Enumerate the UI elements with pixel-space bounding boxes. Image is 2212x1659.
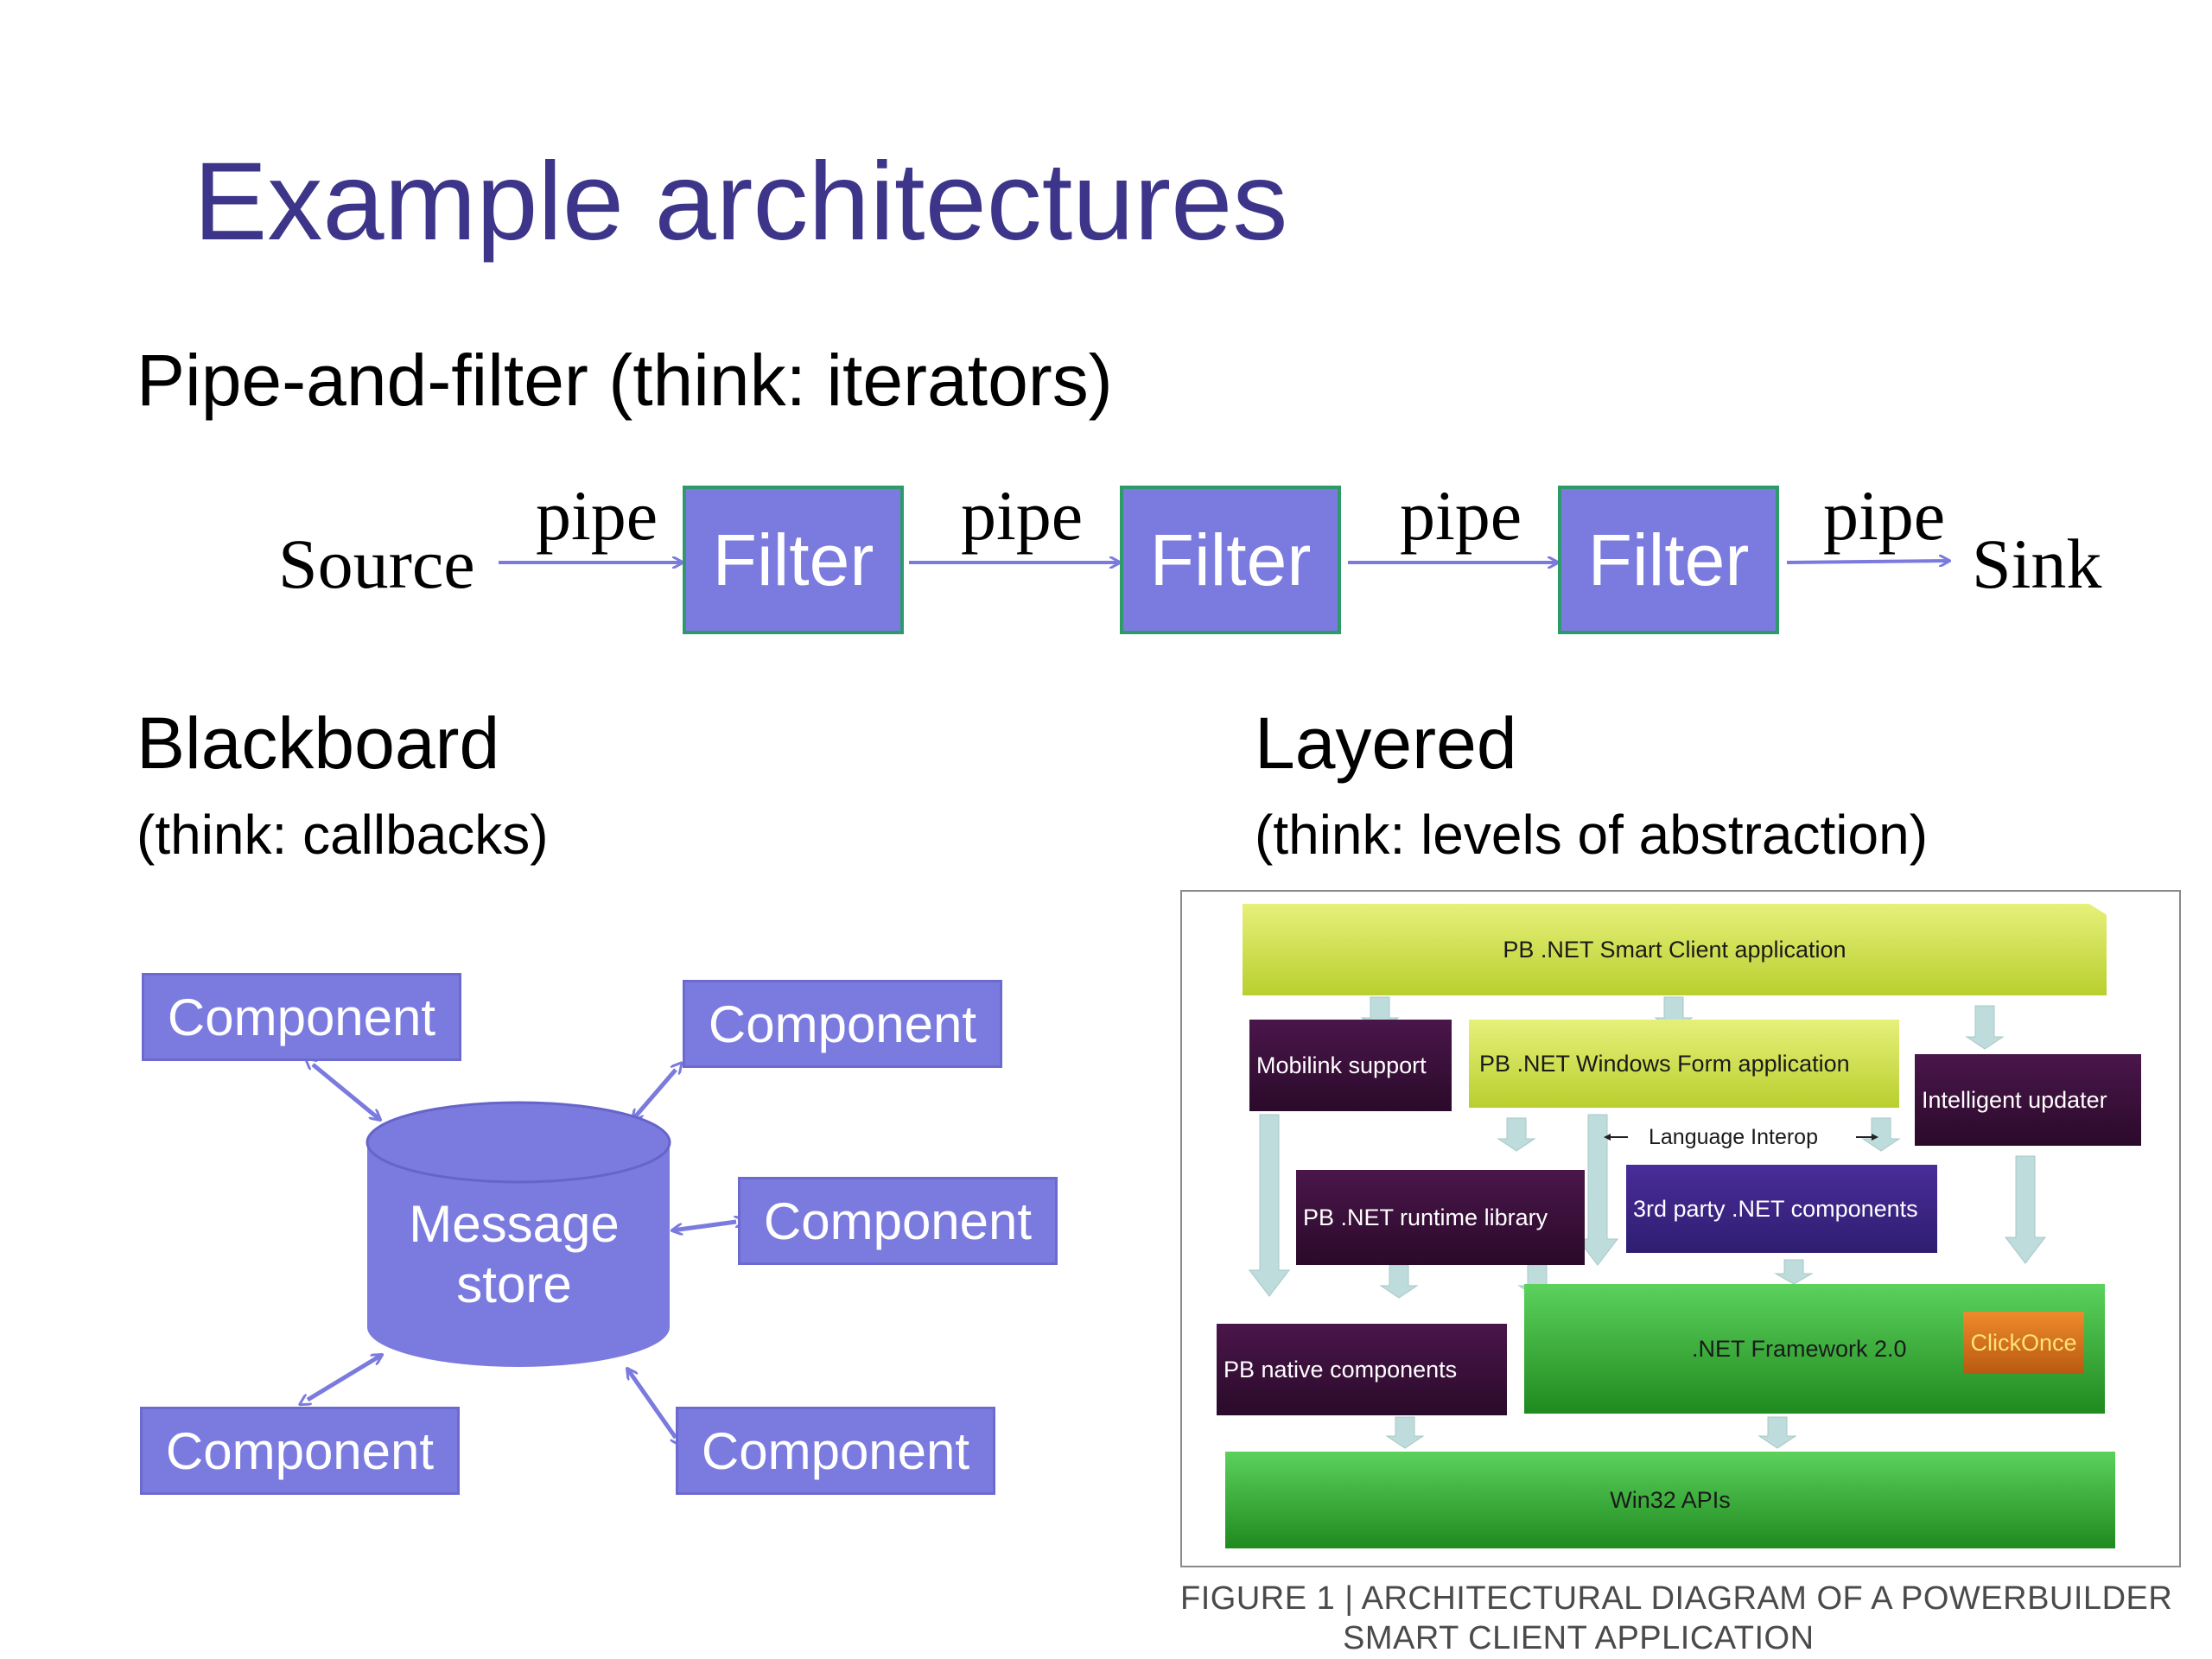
layered-heading: Layered [1255,702,1517,784]
down-arrow [1774,1259,1814,1285]
blackboard-subheading: (think: callbacks) [137,804,549,866]
filter-box-1: Filter [683,486,904,634]
down-arrow [1497,1117,1536,1152]
layer-label: PB .NET Smart Client application [1503,936,1847,963]
component-label: Component [763,1192,1033,1250]
filter-label: Filter [712,518,874,601]
blackboard-heading: Blackboard [137,702,500,784]
component-box-top-right: Component [683,980,1002,1068]
bb-arrow-2 [632,1070,676,1120]
slide-title: Example architectures [194,140,1288,264]
long-down-arrow [2004,1155,2047,1264]
layer-arrows [1248,996,2047,1449]
layer-intelligent-updater: Intelligent updater [1915,1054,2141,1146]
filter-box-3: Filter [1558,486,1779,634]
layer-mobilink: Mobilink support [1249,1020,1452,1111]
layer-smart-client: PB .NET Smart Client application [1243,904,2107,995]
message-store-line1: Message [409,1195,620,1253]
down-arrow [1861,1117,1901,1152]
down-arrow [1379,1264,1419,1299]
layered-subheading: (think: levels of abstraction) [1255,804,1928,866]
component-label: Component [165,1421,435,1480]
filter-label: Filter [1587,518,1750,601]
component-label: Component [701,1421,970,1480]
pipe-filter-heading: Pipe-and-filter (think: iterators) [137,340,1113,421]
bb-arrow-4 [308,1355,382,1400]
figure-caption-line1: FIGURE 1 | ARCHITECTURAL DIAGRAM OF A PO… [1180,1580,2173,1617]
component-label: Component [167,988,436,1046]
figure-caption-line2: SMART CLIENT APPLICATION [1343,1620,1815,1656]
layer-label: PB native components [1224,1356,1458,1382]
message-store-label: Message store [346,1194,683,1315]
component-box-right: Component [738,1177,1058,1265]
layer-win32: Win32 APIs [1225,1452,2115,1548]
layer-winform: PB .NET Windows Form application [1469,1020,1899,1108]
layer-label: PB .NET runtime library [1303,1204,1548,1230]
bb-arrow-5 [627,1369,676,1438]
bb-arrow-1 [313,1065,380,1120]
layer-label: 3rd party .NET components [1633,1195,1918,1222]
message-store-line2: store [456,1255,572,1313]
layer-label: Intelligent updater [1922,1086,2107,1113]
component-box-bottom-right: Component [676,1407,995,1495]
down-arrow [1385,1416,1425,1449]
component-box-top-left: Component [142,973,461,1061]
layer-clickonce: ClickOnce [1963,1312,2084,1374]
component-box-bottom-left: Component [140,1407,460,1495]
down-arrow [1965,1005,2005,1050]
layer-native-components: PB native components [1217,1324,1507,1415]
component-label: Component [708,995,977,1053]
layer-label: Win32 APIs [1610,1486,1731,1513]
layer-third-party: 3rd party .NET components [1626,1165,1937,1253]
layer-runtime-library: PB .NET runtime library [1296,1170,1585,1265]
filter-label: Filter [1149,518,1312,601]
layer-label: ClickOnce [1970,1329,2077,1356]
down-arrow [1758,1416,1797,1449]
layer-label: Mobilink support [1256,1052,1427,1078]
layer-label: Language Interop [1648,1124,1818,1149]
pipe-label-3: pipe [1400,476,1522,555]
layer-label: .NET Framework 2.0 [1692,1335,1907,1362]
pipe-label-2: pipe [961,476,1084,555]
pipe-arrow-4 [1786,561,1949,563]
bb-arrow-3 [672,1222,736,1230]
source-label: Source [278,524,475,603]
layer-label: PB .NET Windows Form application [1479,1050,1850,1077]
sink-label: Sink [1972,524,2102,603]
pipe-label-1: pipe [536,476,658,555]
layered-architecture-diagram: PB .NET Smart Client application Mobilin… [1180,890,2181,1567]
long-down-arrow [1248,1114,1291,1297]
filter-box-2: Filter [1120,486,1341,634]
language-interop-label: Language Interop [1611,1123,1856,1151]
pipe-label-4: pipe [1823,476,1946,555]
message-store-cylinder [365,1101,671,1367]
